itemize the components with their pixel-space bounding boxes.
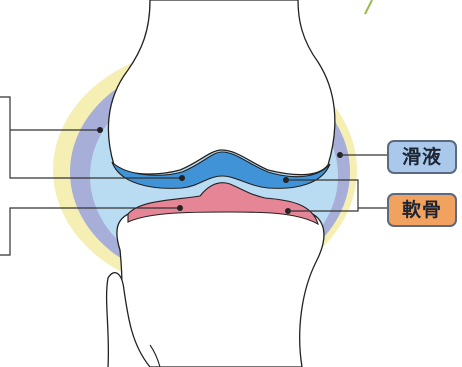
cartilage-label: 軟骨 [387,193,457,227]
decorative-stroke [365,0,372,14]
leader-dot [97,127,103,133]
leader-dot [177,205,183,211]
synovial-fluid-label: 滑液 [387,140,457,174]
femur-bone [108,0,334,175]
leader-dot [179,175,185,181]
tibia-bone [112,206,324,367]
